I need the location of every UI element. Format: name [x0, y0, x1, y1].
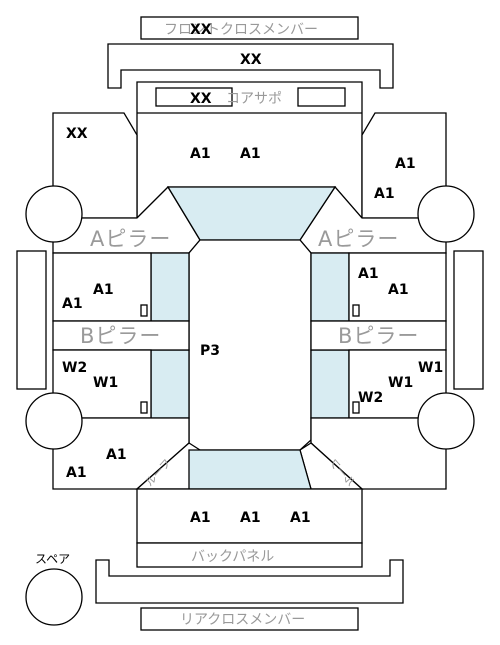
hood-code-right: A1 [240, 146, 261, 162]
b-pillar-left[interactable] [52, 320, 190, 351]
front-right-fender-code-top: A1 [395, 156, 416, 172]
tire-rear-right[interactable] [417, 392, 475, 450]
tire-front-right[interactable] [417, 185, 475, 243]
b-pillar-right[interactable] [310, 320, 447, 351]
rear-left-fender-code-bottom: A1 [66, 465, 87, 481]
hood-code-left: A1 [190, 146, 211, 162]
rear-right-door-code-w1-top: W1 [418, 360, 443, 376]
rear-left-handle [140, 401, 148, 414]
rear-left-fender-code-top: A1 [106, 447, 127, 463]
trunk-code-center: A1 [240, 510, 261, 526]
spare-tire[interactable] [25, 568, 83, 626]
front-cross-member[interactable] [140, 16, 359, 40]
spare-label: スペア [35, 552, 70, 566]
rear-left-door-code-w1: W1 [93, 375, 118, 391]
rear-left-door-code-w2: W2 [62, 360, 87, 376]
back-panel-label: バックパネル [191, 549, 274, 565]
left-side-sill[interactable] [16, 250, 47, 390]
window-front-left [150, 252, 190, 322]
core-support-left-box [155, 87, 233, 107]
a-pillar-left-label: Aピラー [90, 227, 171, 251]
front-right-door[interactable] [348, 252, 447, 322]
front-cross-member-code: XX [190, 22, 212, 38]
front-left-door-code-a: A1 [93, 282, 114, 298]
front-cross-member-label: フロントクロスメンバー [164, 22, 318, 38]
rear-right-handle [352, 401, 360, 414]
front-left-handle [140, 304, 148, 317]
core-support-code: XX [190, 91, 212, 107]
core-support-label: コアサポ [226, 91, 282, 107]
a-pillar-right-label: Aピラー [318, 227, 399, 251]
window-front-right [310, 252, 350, 322]
trunk-code-right: A1 [290, 510, 311, 526]
back-panel[interactable] [136, 542, 363, 568]
b-pillar-left-label: Bピラー [80, 324, 161, 348]
window-rear-left [150, 349, 190, 419]
front-bumper[interactable] [107, 43, 394, 89]
front-right-fender-code-bottom: A1 [374, 186, 395, 202]
core-support-right-box [297, 87, 346, 107]
rear-bumper[interactable] [95, 559, 404, 604]
rear-cross-member-label: リアクロスメンバー [180, 612, 305, 628]
roof-code: P3 [200, 343, 220, 359]
front-bumper-code: XX [240, 52, 262, 68]
window-rear-right [310, 349, 350, 419]
front-left-fender-code: XX [66, 126, 88, 142]
front-right-handle [352, 304, 360, 317]
rear-window [188, 449, 312, 490]
front-right-door-code-a: A1 [358, 266, 379, 282]
trunk[interactable] [136, 488, 363, 544]
front-right-door-code-b: A1 [388, 282, 409, 298]
rear-cross-member[interactable] [140, 607, 359, 631]
right-side-sill[interactable] [453, 250, 484, 390]
b-pillar-right-label: Bピラー [338, 324, 419, 348]
tire-front-left[interactable] [25, 185, 83, 243]
rear-right-door-code-w1: W1 [388, 375, 413, 391]
trunk-code-left: A1 [190, 510, 211, 526]
front-left-door[interactable] [52, 252, 152, 322]
rear-right-door-code-w2: W2 [358, 390, 383, 406]
front-left-door-code-b: A1 [62, 296, 83, 312]
tire-rear-left[interactable] [25, 392, 83, 450]
